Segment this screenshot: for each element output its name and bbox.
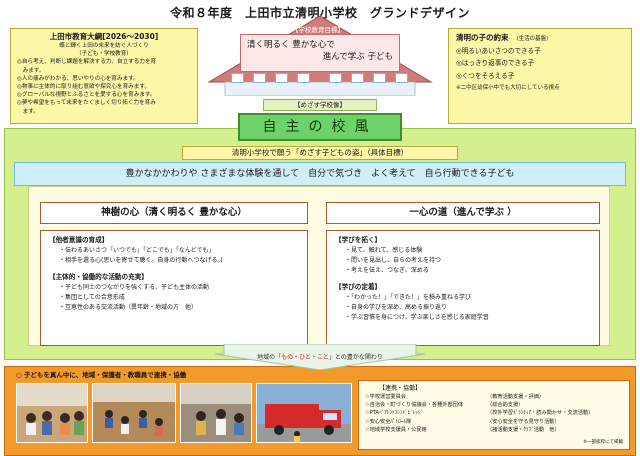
heart-section-heading: 【主体的・協働的な活動の充実】 <box>49 273 148 281</box>
promise-line: ◎明るいあいさつのできる子 <box>456 47 541 55</box>
policy-line: ます。 <box>17 108 39 115</box>
partner-note: ※一部抜粋にて掲載 <box>583 440 623 445</box>
road-section-heading: 【学びを拓く】 <box>335 236 382 244</box>
road-section-heading: 【学びの定着】 <box>335 283 382 291</box>
promise-heading: 清明の子の約束(生活の基盤) <box>456 33 549 42</box>
photo-gymnasium <box>92 383 176 443</box>
window <box>275 73 288 83</box>
heart-section-heading: 【他者意識の育成】 <box>49 236 109 244</box>
promise-extra: ※二中区幼保小中でも大切にしている視点 <box>456 85 560 92</box>
road-item: ・問いを見出し、自らの考えを持つ <box>345 257 442 264</box>
road-item: ・考えを伝え、つなぎ、深める <box>345 267 429 274</box>
window <box>329 73 342 83</box>
road-column: 【学びを拓く】 ・見て、触れて、感じる体験 ・問いを見出し、自らの考えを持つ ・… <box>326 230 600 346</box>
heart-item: ・相手を還る心(思いを寄せて聴く。自身の行動へつなげる。) <box>59 257 223 264</box>
policy-line: ◎物事に主体的に取り組む意欲や探究心を育みます。 <box>17 84 150 91</box>
heart-column: 【他者意識の育成】 ・伝わるあいさつ「いつでも」「どこでも」「なんどでも」 ・相… <box>40 230 308 346</box>
promise-line: ◎くつをそろえる子 <box>456 71 515 80</box>
road-item: ・自身の学びを深め、高める振り返り <box>345 304 448 311</box>
goal-statement: 豊かなかかわりや さまざまな体験を通して 自分で気づき よく考えて 自ら行動でき… <box>14 162 626 186</box>
partner-row: ☆自治会・町づくり協議会・各種外部団体（総合的支援） <box>365 402 524 409</box>
heart-item: ・子ども同士のつながりを強くする、子ども主体の活動 <box>59 284 210 291</box>
policy-line: ◎夢や希望をもって未来をたくましく切り拓く力を育み <box>17 100 156 107</box>
education-policy-box: 上田市教育大綱[2026～2030] 蝶と輝く上田の未来を紡ぐ人づくり （子ども… <box>10 28 198 124</box>
window <box>351 73 364 83</box>
partner-row: ☆地域学校支援員・公民館（諸活動支援・ｸﾗﾌﾞ活動 他） <box>365 426 560 433</box>
partner-row: ☆安心安全ﾊﾟﾄﾛｰﾙ隊（安心安全を守る見守り活動） <box>365 418 560 425</box>
window <box>231 73 244 83</box>
school-image-label: 【めざす学校像】 <box>263 99 377 111</box>
road-item: ・「わかった！」「できた！」を積み重ねる学び <box>345 294 472 301</box>
window <box>395 73 408 83</box>
photo-fire-truck <box>256 383 352 443</box>
collaboration-title: ○ 子どもを真ん中に、地域・保護者・教職員で連携・協働 <box>16 371 187 379</box>
policy-subheading: 蝶と輝く上田の未来を紡ぐ人づくり <box>59 43 149 49</box>
community-highlight: もの・ひと・こと <box>281 354 329 361</box>
promise-note: (生活の基盤) <box>516 36 549 42</box>
school-goal-line2: 進んで学ぶ 子ども <box>322 52 393 62</box>
window <box>373 73 386 83</box>
policy-line: ◎グローバルな視野とふるさとを愛する心を育みます。 <box>17 92 156 99</box>
partner-box: 【連携・協働】 ☆学校運営委員会（教育活動支援・評価） ☆自治会・町づくり協議会… <box>358 380 630 450</box>
road-heading: 一心の道（進んで学ぶ ） <box>326 202 600 224</box>
page-title: 令和８年度 上田市立清明小学校 グランドデザイン <box>169 6 470 20</box>
policy-heading: 上田市教育大綱[2026～2030] <box>49 32 159 41</box>
window <box>297 73 310 83</box>
community-label: 地域の「もの・ひと・こと」との豊かな関わり <box>257 354 383 361</box>
partner-row: ☆PTAﾍﾟｱﾚﾝﾄﾌﾚﾝﾄﾞﾋﾞﾚｯｼﾞ（校外学習ﾎﾞﾗﾝﾃｨｱ・読み聞かせ・… <box>365 410 594 417</box>
school-goal-box: 清く明るく 豊かな心で 進んで学ぶ 子ども <box>240 34 400 72</box>
heart-item: ・互恵性のある交流活動（異年齢・地域の方 他） <box>59 304 198 311</box>
school-goal-line1: 清く明るく 豊かな心で <box>247 40 335 50</box>
policy-line: ◎人の痛みがわかる、思いやりの心を育みます。 <box>17 75 139 82</box>
partner-heading: 【連携・協働】 <box>379 385 422 392</box>
policy-line: みます。 <box>17 67 45 74</box>
promise-line: ◎はっきり返事のできる子 <box>456 59 535 68</box>
policy-sub2: （子ども・学校教育） <box>76 51 132 58</box>
road-item: ・見て、触れて、感じる体験 <box>345 247 423 254</box>
partner-row: ☆学校運営委員会（教育活動支援・評価） <box>365 394 545 400</box>
promise-box: 清明の子の約束(生活の基盤) ◎明るいあいさつのできる子 ◎はっきり返事のできる… <box>448 28 632 124</box>
building-windows <box>225 73 415 85</box>
road-item: ・学ぶ習慣を身につけ、学ぶ楽しさを感じる家庭学習 <box>345 314 489 321</box>
roof-label: 【学校教育目標】 <box>292 26 344 34</box>
photo-classroom <box>16 383 88 443</box>
photo-activity <box>180 383 252 443</box>
goal-label: 清明小学校で願う「めざす子どもの姿」（具体目標） <box>182 146 458 160</box>
community-arrow <box>214 344 426 370</box>
window <box>253 73 266 83</box>
policy-line: ◎自ら考え、判断し課題を解決する力、自立する力を育 <box>17 59 157 66</box>
heart-item: ・伝わるあいさつ「いつでも」「どこでも」「なんどでも」 <box>59 247 215 254</box>
heart-heading: 神樹の心（清く明るく 豊かな心） <box>40 202 308 224</box>
school-motto: 自主の校風 <box>238 113 402 141</box>
heart-item: ・集団としての合意形成 <box>59 294 125 301</box>
